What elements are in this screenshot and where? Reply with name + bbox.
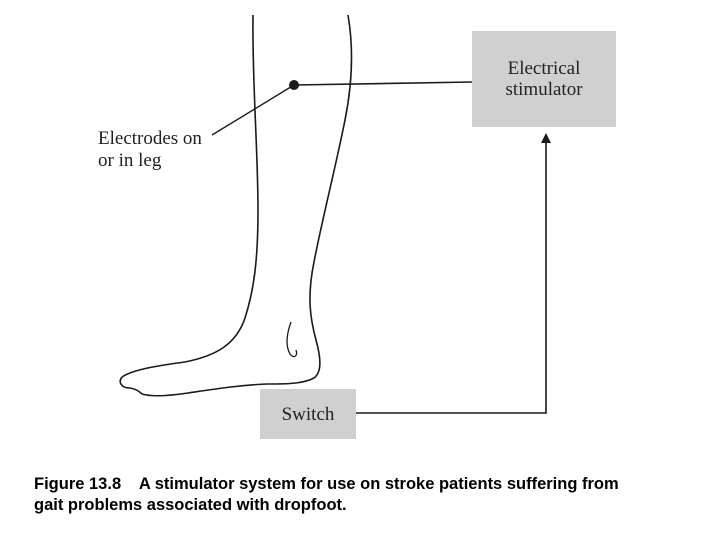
caption-line-1: Figure 13.8 A stimulator system for use … — [34, 475, 619, 493]
ankle-bone-outline — [286, 321, 298, 358]
electrode-to-stimulator-line — [293, 81, 473, 86]
figure-caption: Figure 13.8 A stimulator system for use … — [34, 474, 694, 516]
leg-front-outline — [141, 14, 353, 397]
stimulator-label-line-1: Electrical — [507, 58, 581, 79]
electrical-stimulator-label: Electrical stimulator — [505, 58, 582, 100]
switch-to-stimulator-line — [356, 133, 551, 414]
leg-back-outline — [121, 14, 259, 378]
switch-label: Switch — [281, 403, 335, 425]
electrode-label-leader-line — [211, 84, 295, 136]
electrical-stimulator-box: Electrical stimulator — [472, 31, 616, 127]
electrode-label-line-2: or in leg — [98, 150, 162, 171]
switch-box: Switch — [260, 389, 356, 439]
electrode-label: Electrodes on or in leg — [98, 128, 202, 172]
toe-outline — [119, 376, 143, 395]
electrode-label-line-1: Electrodes on — [98, 128, 202, 149]
stimulator-label-line-2: stimulator — [505, 79, 583, 100]
caption-line-2: gait problems associated with dropfoot. — [34, 496, 347, 514]
